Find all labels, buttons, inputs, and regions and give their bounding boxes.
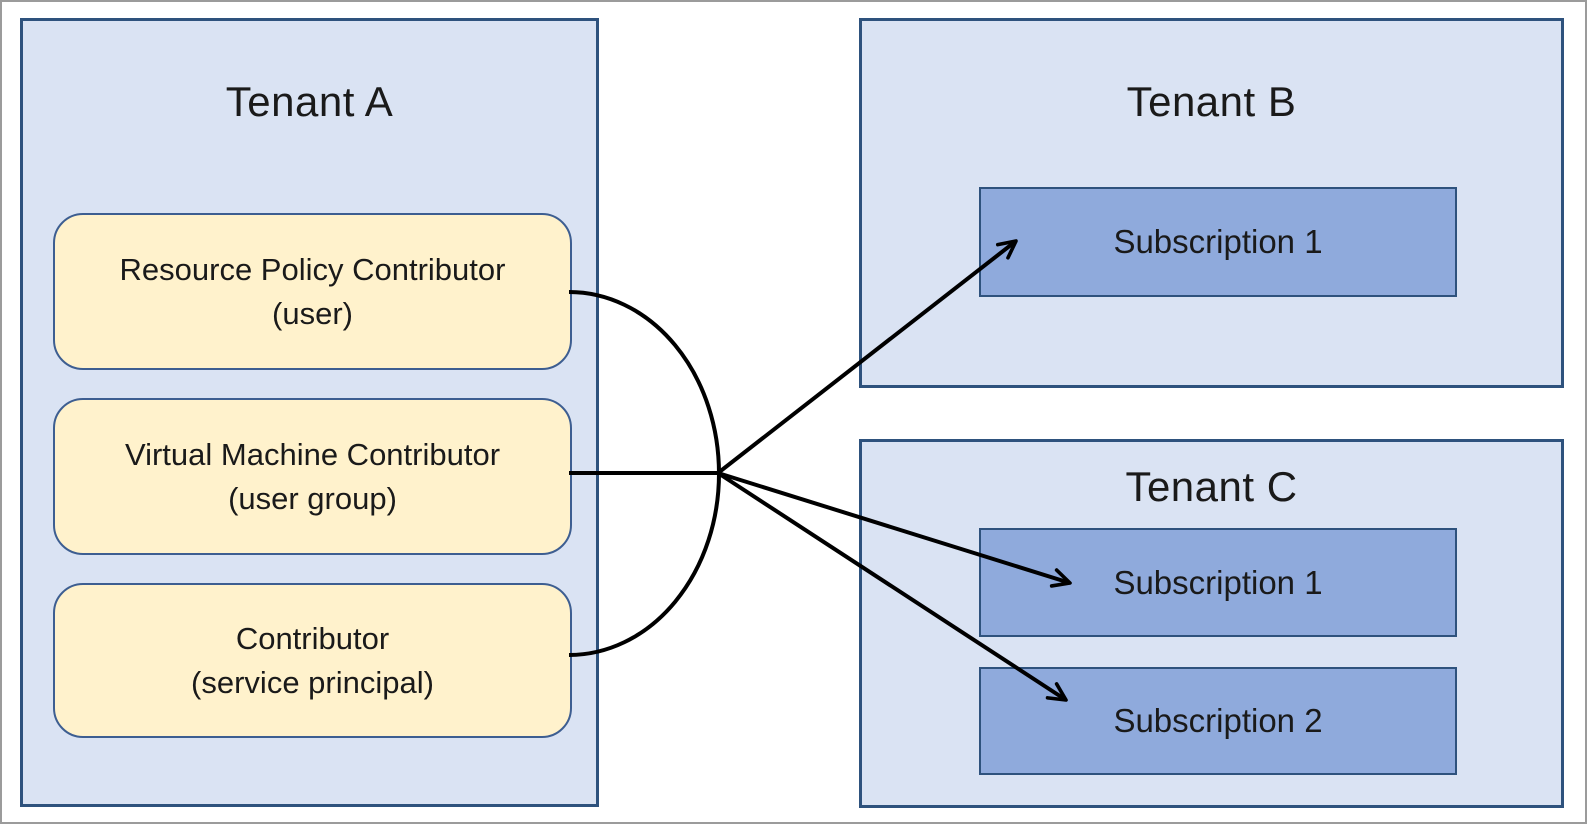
role-name: Contributor bbox=[235, 620, 390, 656]
role-principal-type: (user group) bbox=[228, 480, 397, 516]
role-name: Virtual Machine Contributor bbox=[124, 436, 501, 472]
subscription-label: Subscription 1 bbox=[1113, 223, 1323, 260]
role-box-resource-policy-contributor: Resource Policy Contributor (user) bbox=[53, 213, 572, 370]
subscription-label: Subscription 1 bbox=[1113, 563, 1323, 601]
role-name: Resource Policy Contributor bbox=[119, 251, 506, 287]
role-box-virtual-machine-contributor: Virtual Machine Contributor (user group) bbox=[53, 398, 572, 555]
tenant-a-title: Tenant A bbox=[225, 78, 394, 125]
tenant-c-subscription-1-box: Subscription 1 bbox=[979, 528, 1457, 637]
tenant-c-title: Tenant C bbox=[1125, 463, 1298, 510]
tenant-c-box: Tenant C Subscription 1 Subscription 2 bbox=[859, 439, 1564, 808]
tenant-b-subscription-1-box: Subscription 1 bbox=[979, 187, 1457, 297]
tenant-c-subscription-2-box: Subscription 2 bbox=[979, 667, 1457, 775]
tenant-a-box: Tenant A Resource Policy Contributor (us… bbox=[20, 18, 599, 807]
subscription-label: Subscription 2 bbox=[1113, 702, 1323, 739]
tenant-b-title: Tenant B bbox=[1126, 78, 1297, 125]
role-principal-type: (user) bbox=[272, 295, 353, 331]
role-principal-type: (service principal) bbox=[191, 664, 434, 700]
role-box-contributor: Contributor (service principal) bbox=[53, 583, 572, 738]
tenant-b-box: Tenant B Subscription 1 bbox=[859, 18, 1564, 388]
